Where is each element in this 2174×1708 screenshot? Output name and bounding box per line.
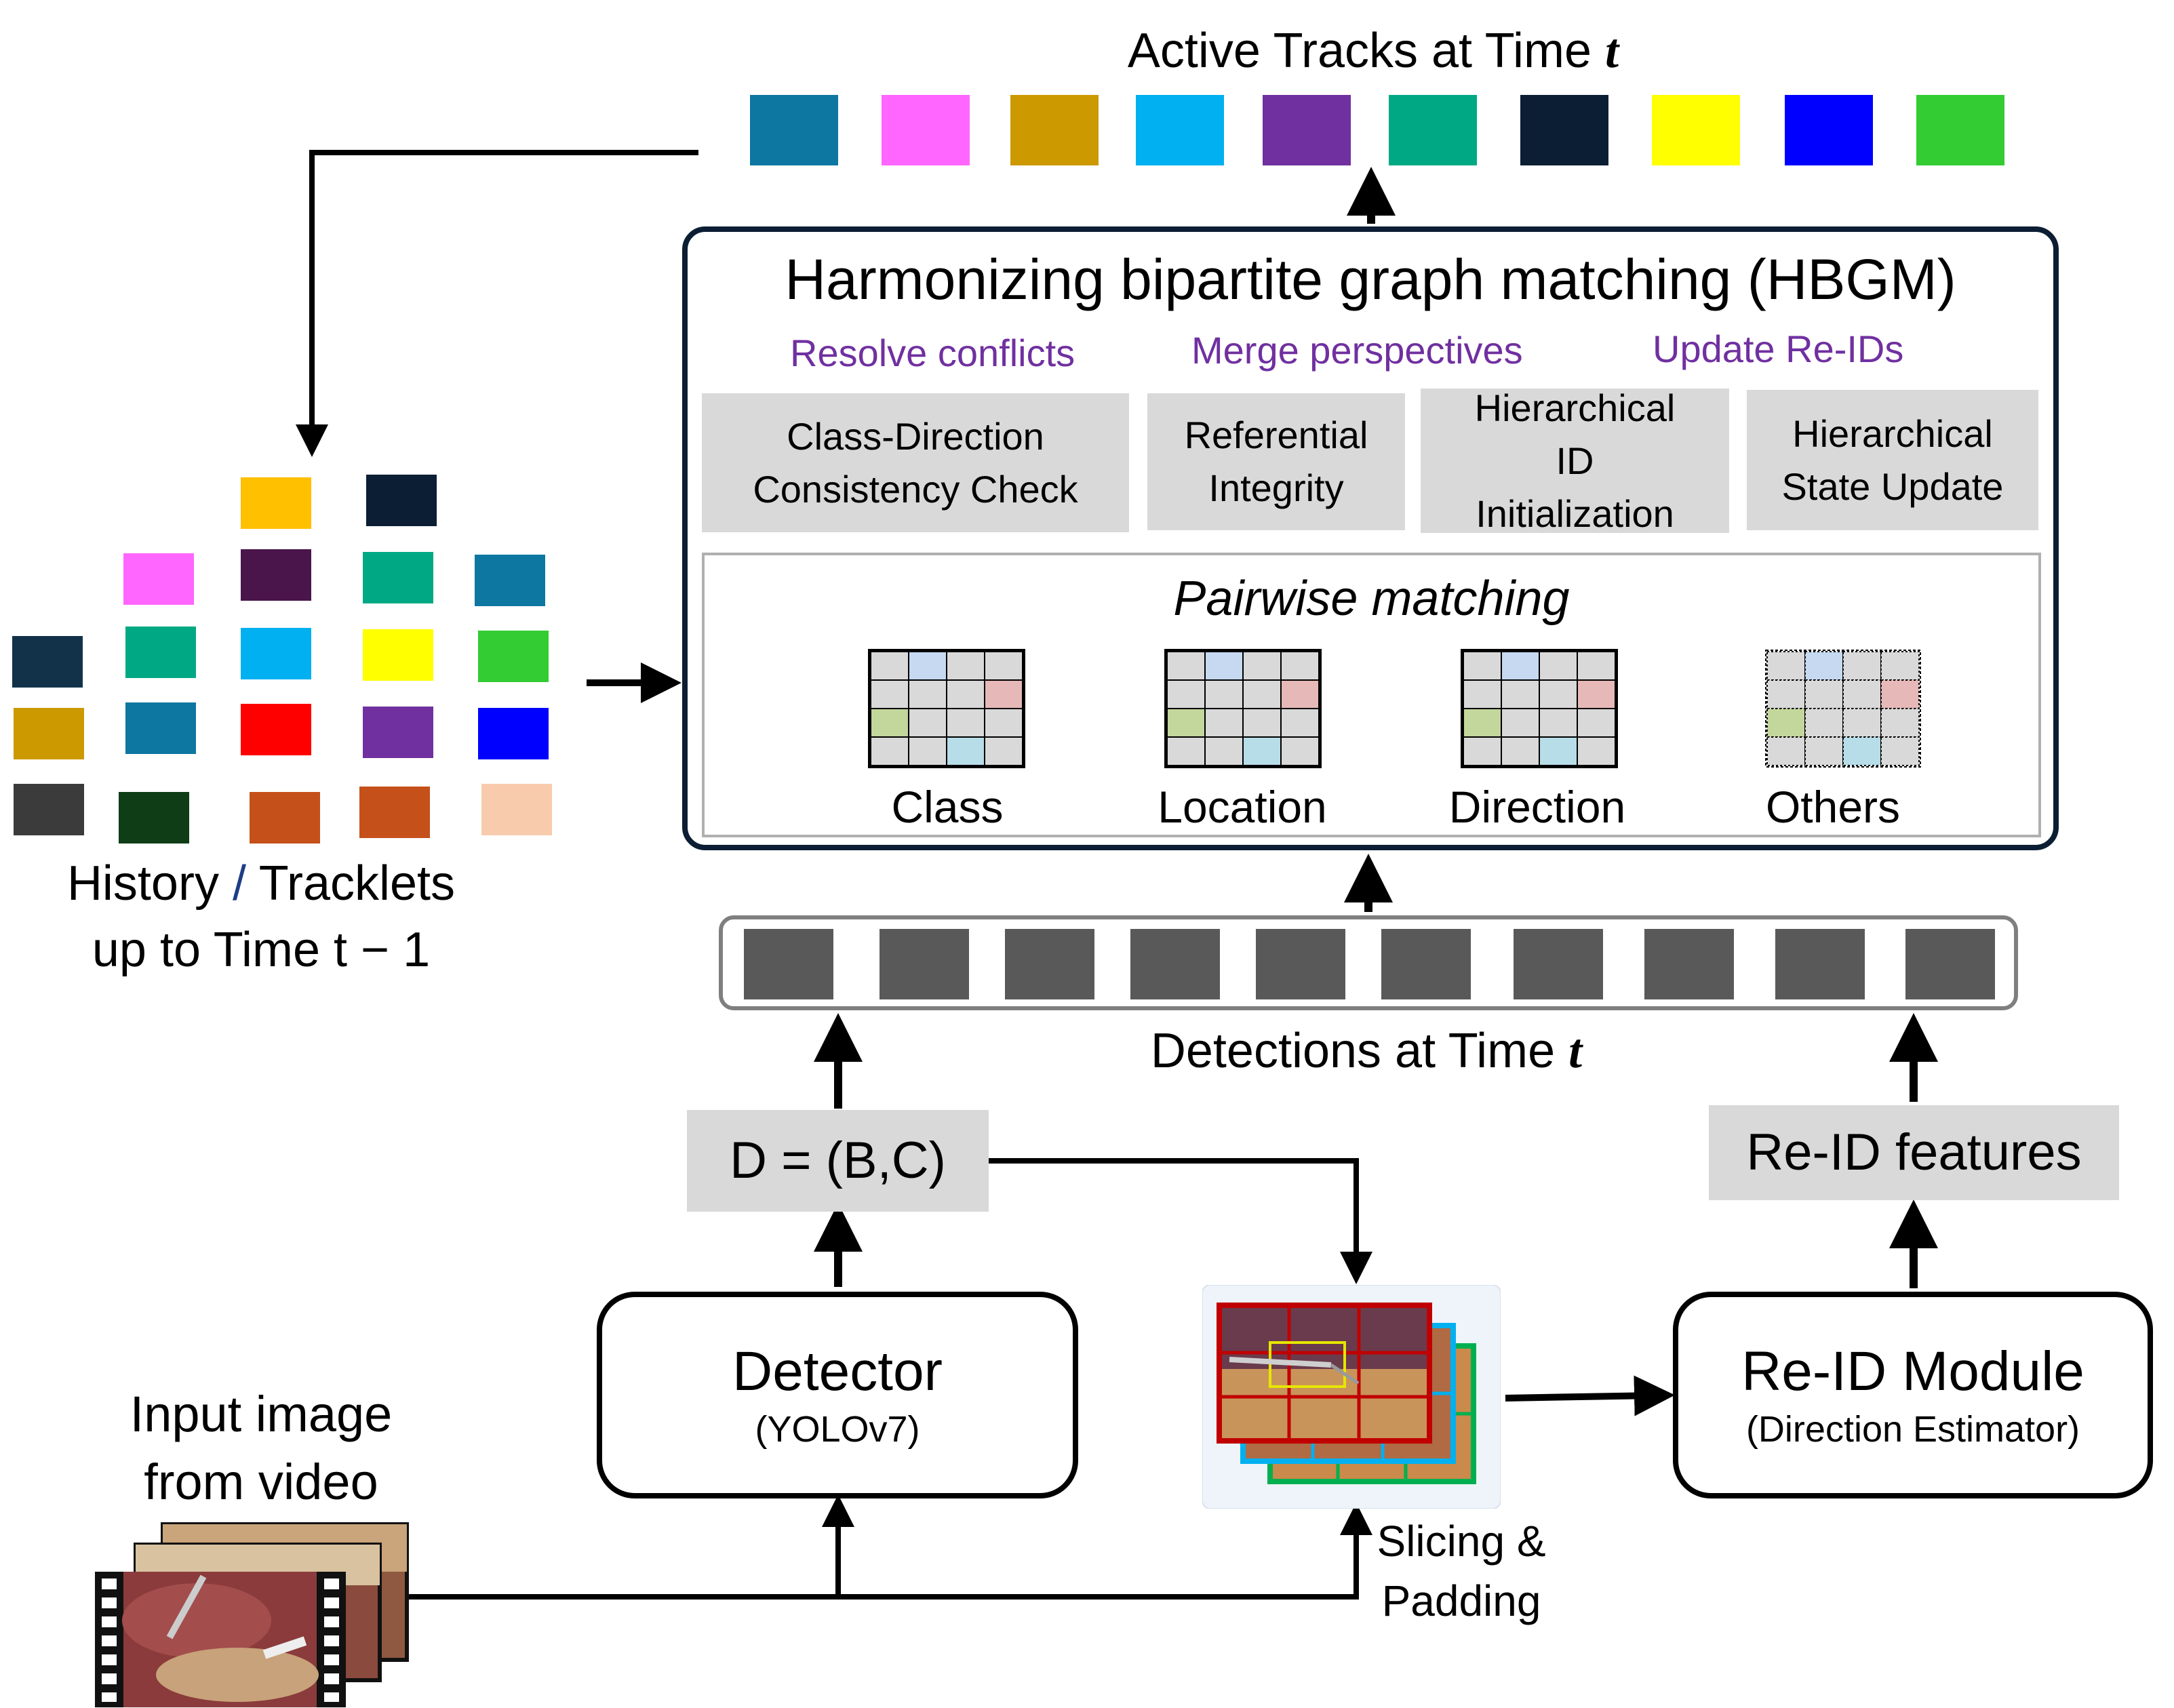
input-bus-line bbox=[407, 1503, 1372, 1600]
history-tracklet-12 bbox=[14, 708, 84, 759]
detections-label-var: t bbox=[1568, 1024, 1583, 1078]
slicing-label-line1: Slicing & bbox=[1377, 1517, 1546, 1566]
reid-module-subtitle: (Direction Estimator) bbox=[1745, 1408, 2080, 1450]
group-label-resolve: Resolve conflicts bbox=[790, 332, 1075, 374]
reid-features-box: Re-ID features bbox=[1709, 1105, 2119, 1200]
history-tracklet-11 bbox=[478, 631, 549, 682]
box4-line1: Hierarchical bbox=[1792, 412, 1993, 455]
detection-6 bbox=[1381, 929, 1471, 999]
hbgm-panel bbox=[682, 226, 2059, 850]
history-tracklet-10 bbox=[363, 629, 433, 681]
history-label-b: Tracklets bbox=[245, 856, 456, 911]
detector-title: Detector bbox=[732, 1340, 943, 1402]
history-tracklet-8 bbox=[125, 627, 196, 678]
detections-tuple-box: D = (B,C) bbox=[687, 1110, 989, 1212]
active-tracks-title-text: Active Tracks at Time bbox=[1127, 24, 1606, 78]
history-label-slash: / bbox=[232, 856, 246, 911]
active-track-9 bbox=[1785, 95, 1873, 165]
active-track-8 bbox=[1652, 95, 1740, 165]
history-tracklet-6 bbox=[475, 555, 545, 606]
history-tracklet-13 bbox=[125, 702, 196, 754]
detection-10 bbox=[1905, 929, 1995, 999]
box2-line1: Referential bbox=[1184, 414, 1368, 456]
active-track-4 bbox=[1136, 95, 1224, 165]
detections-label: Detections at Time t bbox=[1017, 1020, 1716, 1081]
history-tracklet-9 bbox=[241, 628, 311, 679]
active-track-7 bbox=[1520, 95, 1608, 165]
history-tracklet-7 bbox=[12, 636, 83, 688]
detection-3 bbox=[1005, 929, 1094, 999]
matrix-label-direction: Direction bbox=[1448, 782, 1626, 832]
slicing-to-reidmodule-arrow bbox=[1505, 1375, 1675, 1416]
matrix-location bbox=[1164, 649, 1322, 768]
box3-line1: Hierarchical bbox=[1474, 386, 1676, 429]
box1-line2: Consistency Check bbox=[753, 467, 1078, 511]
history-tracklet-4 bbox=[241, 549, 311, 601]
active-track-3 bbox=[1010, 95, 1099, 165]
active-track-2 bbox=[882, 95, 970, 165]
slicing-padding-image bbox=[1202, 1285, 1501, 1509]
history-label-line2: up to Time t − 1 bbox=[92, 923, 431, 977]
hbgm-title: Harmonizing bipartite graph matching (HB… bbox=[785, 247, 1956, 311]
active-tracks-title-var: t bbox=[1605, 24, 1619, 78]
active-track-6 bbox=[1389, 95, 1477, 165]
detection-7 bbox=[1514, 929, 1603, 999]
history-tracklet-17 bbox=[14, 784, 84, 835]
matrix-direction bbox=[1461, 649, 1618, 768]
active-tracks-title: Active Tracks at Time t bbox=[990, 20, 1756, 81]
history-tracklet-16 bbox=[478, 708, 549, 759]
detection-8 bbox=[1644, 929, 1734, 999]
history-tracklet-14 bbox=[241, 704, 311, 755]
dbox-to-slicing-arrow bbox=[989, 1158, 1372, 1284]
matrix-class bbox=[868, 649, 1025, 768]
history-tracklet-2 bbox=[366, 475, 437, 526]
history-tracklet-20 bbox=[359, 787, 430, 838]
matrix-label-others: Others bbox=[1765, 782, 1901, 832]
box3-line2: ID bbox=[1556, 439, 1594, 482]
video-frames-icon bbox=[95, 1522, 409, 1707]
group-label-merge: Merge perspectives bbox=[1191, 329, 1523, 372]
pairwise-matching-title: Pairwise matching bbox=[1173, 572, 1570, 626]
box2-line2: Integrity bbox=[1208, 466, 1344, 509]
history-tracklet-3 bbox=[123, 553, 194, 605]
active-track-5 bbox=[1263, 95, 1351, 165]
reid-module-title: Re-ID Module bbox=[1741, 1340, 2084, 1402]
box1-line1: Class-Direction bbox=[787, 414, 1044, 458]
input-label-line1: Input image bbox=[130, 1386, 393, 1442]
history-tracklet-21 bbox=[481, 784, 552, 835]
history-tracklet-18 bbox=[119, 792, 189, 843]
history-tracklet-5 bbox=[363, 552, 433, 603]
history-label-a: History bbox=[66, 856, 233, 911]
detector-subtitle: (YOLOv7) bbox=[755, 1408, 920, 1450]
reid-module: Re-ID Module (Direction Estimator) bbox=[1673, 1292, 2153, 1498]
input-label-line2: from video bbox=[144, 1454, 378, 1510]
history-tracklet-15 bbox=[363, 707, 433, 758]
detection-4 bbox=[1130, 929, 1220, 999]
feedback-arrow bbox=[296, 150, 698, 457]
matrix-label-class: Class bbox=[891, 782, 1004, 832]
active-track-1 bbox=[750, 95, 838, 165]
detector-module: Detector (YOLOv7) bbox=[597, 1292, 1078, 1498]
group-label-update: Update Re-IDs bbox=[1653, 327, 1904, 370]
history-label-line1: History / Tracklets bbox=[0, 853, 522, 914]
matrix-label-location: Location bbox=[1158, 782, 1327, 832]
detections-label-text: Detections at Time bbox=[1150, 1024, 1569, 1078]
box3-line3: Initialization bbox=[1476, 492, 1674, 535]
detection-9 bbox=[1775, 929, 1865, 999]
active-track-10 bbox=[1916, 95, 2004, 165]
slicing-label-line2: Padding bbox=[1381, 1576, 1541, 1625]
detection-5 bbox=[1256, 929, 1345, 999]
detection-2 bbox=[880, 929, 969, 999]
history-tracklet-1 bbox=[241, 477, 311, 529]
matrix-others bbox=[1765, 650, 1921, 768]
detection-1 bbox=[744, 929, 833, 999]
box4-line2: State Update bbox=[1781, 464, 2004, 508]
history-tracklet-19 bbox=[250, 792, 320, 843]
